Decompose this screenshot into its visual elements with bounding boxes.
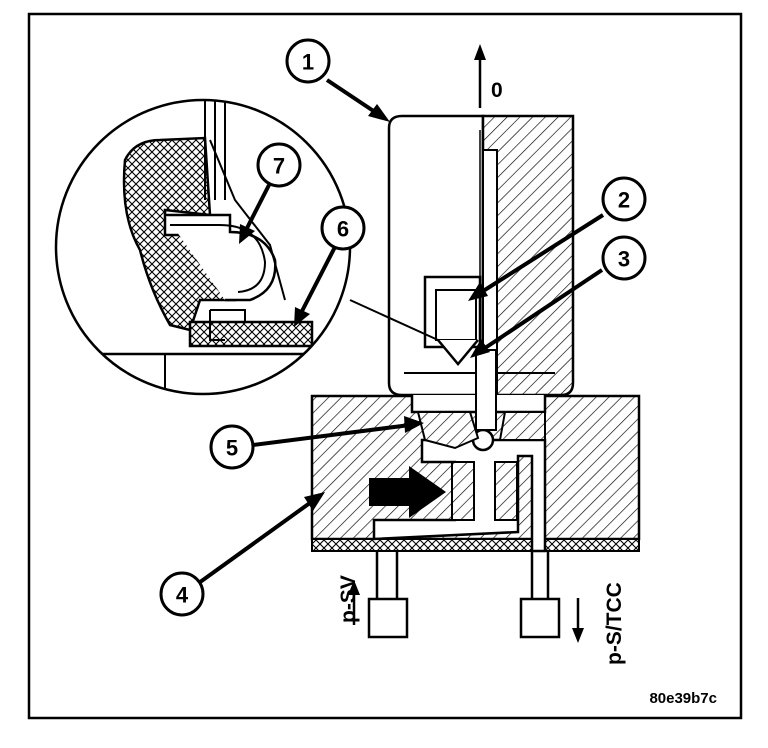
callout-1: 1 (285, 38, 331, 84)
callout-6-label: 6 (337, 217, 349, 242)
port-pipes (375, 551, 550, 600)
callout-3-label: 3 (618, 247, 630, 272)
callout-1-label: 1 (302, 50, 314, 75)
callout-7: 7 (256, 142, 302, 188)
port-left-arrow (348, 580, 360, 625)
callout-2: 2 (601, 176, 647, 222)
port-fitting-right (519, 597, 561, 639)
callout-3: 3 (601, 235, 647, 281)
callout-2-label: 2 (618, 188, 630, 213)
callout-4-label: 4 (176, 583, 189, 608)
callout-5-label: 5 (226, 436, 238, 461)
detail-view (54, 98, 352, 396)
top-direction-arrow (474, 44, 486, 108)
port-fitting-left (367, 597, 409, 639)
leader-lines (194, 78, 605, 587)
flow-arrow (369, 466, 446, 518)
solenoid-housing (387, 114, 575, 450)
callout-5: 5 (209, 424, 255, 470)
port-right-arrow (572, 598, 584, 643)
callout-4: 4 (159, 571, 205, 617)
callout-6: 6 (320, 205, 366, 251)
top-arrow-label: 0 (491, 79, 503, 102)
port-right-label: p-S/TCC (603, 582, 626, 665)
detail-connector (349, 299, 439, 341)
callout-7-label: 7 (273, 154, 285, 179)
port-left-label: p-SV (337, 575, 360, 623)
figure-code: 80e39b7c (649, 690, 717, 707)
figure-frame (27, 12, 743, 720)
